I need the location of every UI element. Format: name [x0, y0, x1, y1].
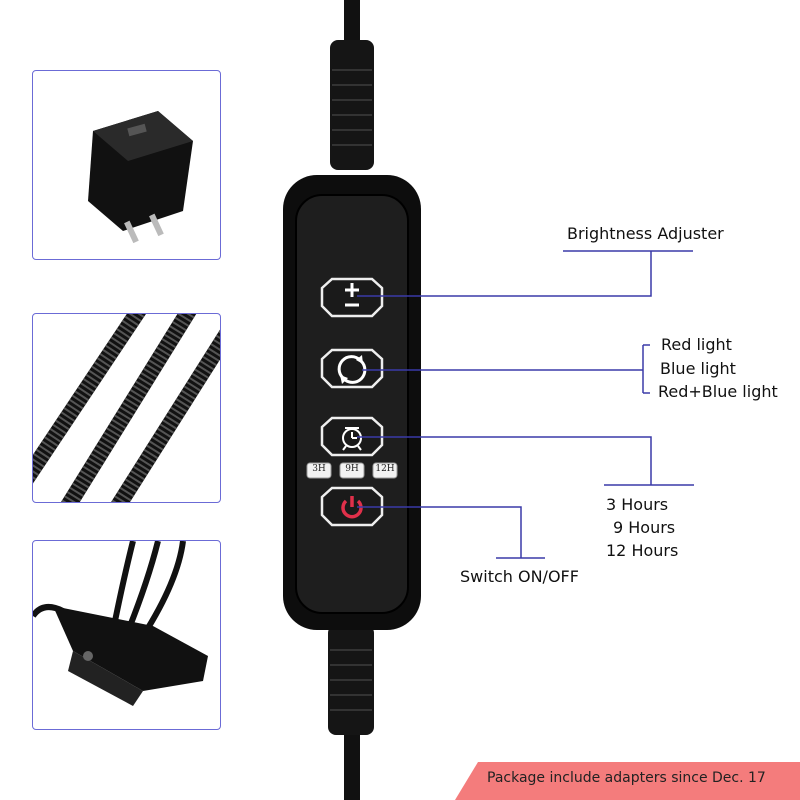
gooseneck-image [33, 314, 220, 502]
timer-label-12h: 12 Hours [606, 541, 679, 560]
color-mode-button[interactable] [320, 348, 384, 389]
brightness-label: Brightness Adjuster [567, 224, 724, 243]
power-icon [341, 496, 363, 519]
alarm-clock-icon [342, 427, 362, 451]
color-label-blue: Blue light [660, 359, 736, 378]
timer-badge-label: 12H [375, 464, 395, 474]
timer-label-9h: 9 Hours [613, 518, 676, 537]
color-label-red: Red light [661, 335, 732, 354]
color-label-red-blue: Red+Blue light [658, 382, 778, 401]
usb-adapter-image [88, 111, 193, 244]
brightness-button[interactable] [320, 277, 384, 318]
banner-background [455, 762, 800, 800]
banner-text: Package include adapters since Dec. 17 [487, 770, 766, 786]
timer-badge-9h [339, 462, 365, 479]
cycle-icon [337, 355, 367, 384]
timer-badge-3h [306, 462, 332, 479]
clip-thumbnail [32, 540, 221, 730]
switch-label: Switch ON/OFF [460, 567, 579, 586]
timer-badge-label: 3H [312, 464, 326, 474]
usb-adapter-thumbnail [32, 70, 221, 260]
callout-lines [357, 250, 694, 559]
timer-badge-label: 9H [345, 464, 359, 474]
timer-badge-12h [372, 462, 398, 479]
gooseneck-thumbnail [32, 313, 221, 503]
timer-label-3h: 3 Hours [606, 495, 669, 514]
clip-image [33, 541, 208, 706]
plus-minus-icon [345, 283, 359, 307]
strain-relief-top [330, 40, 374, 170]
